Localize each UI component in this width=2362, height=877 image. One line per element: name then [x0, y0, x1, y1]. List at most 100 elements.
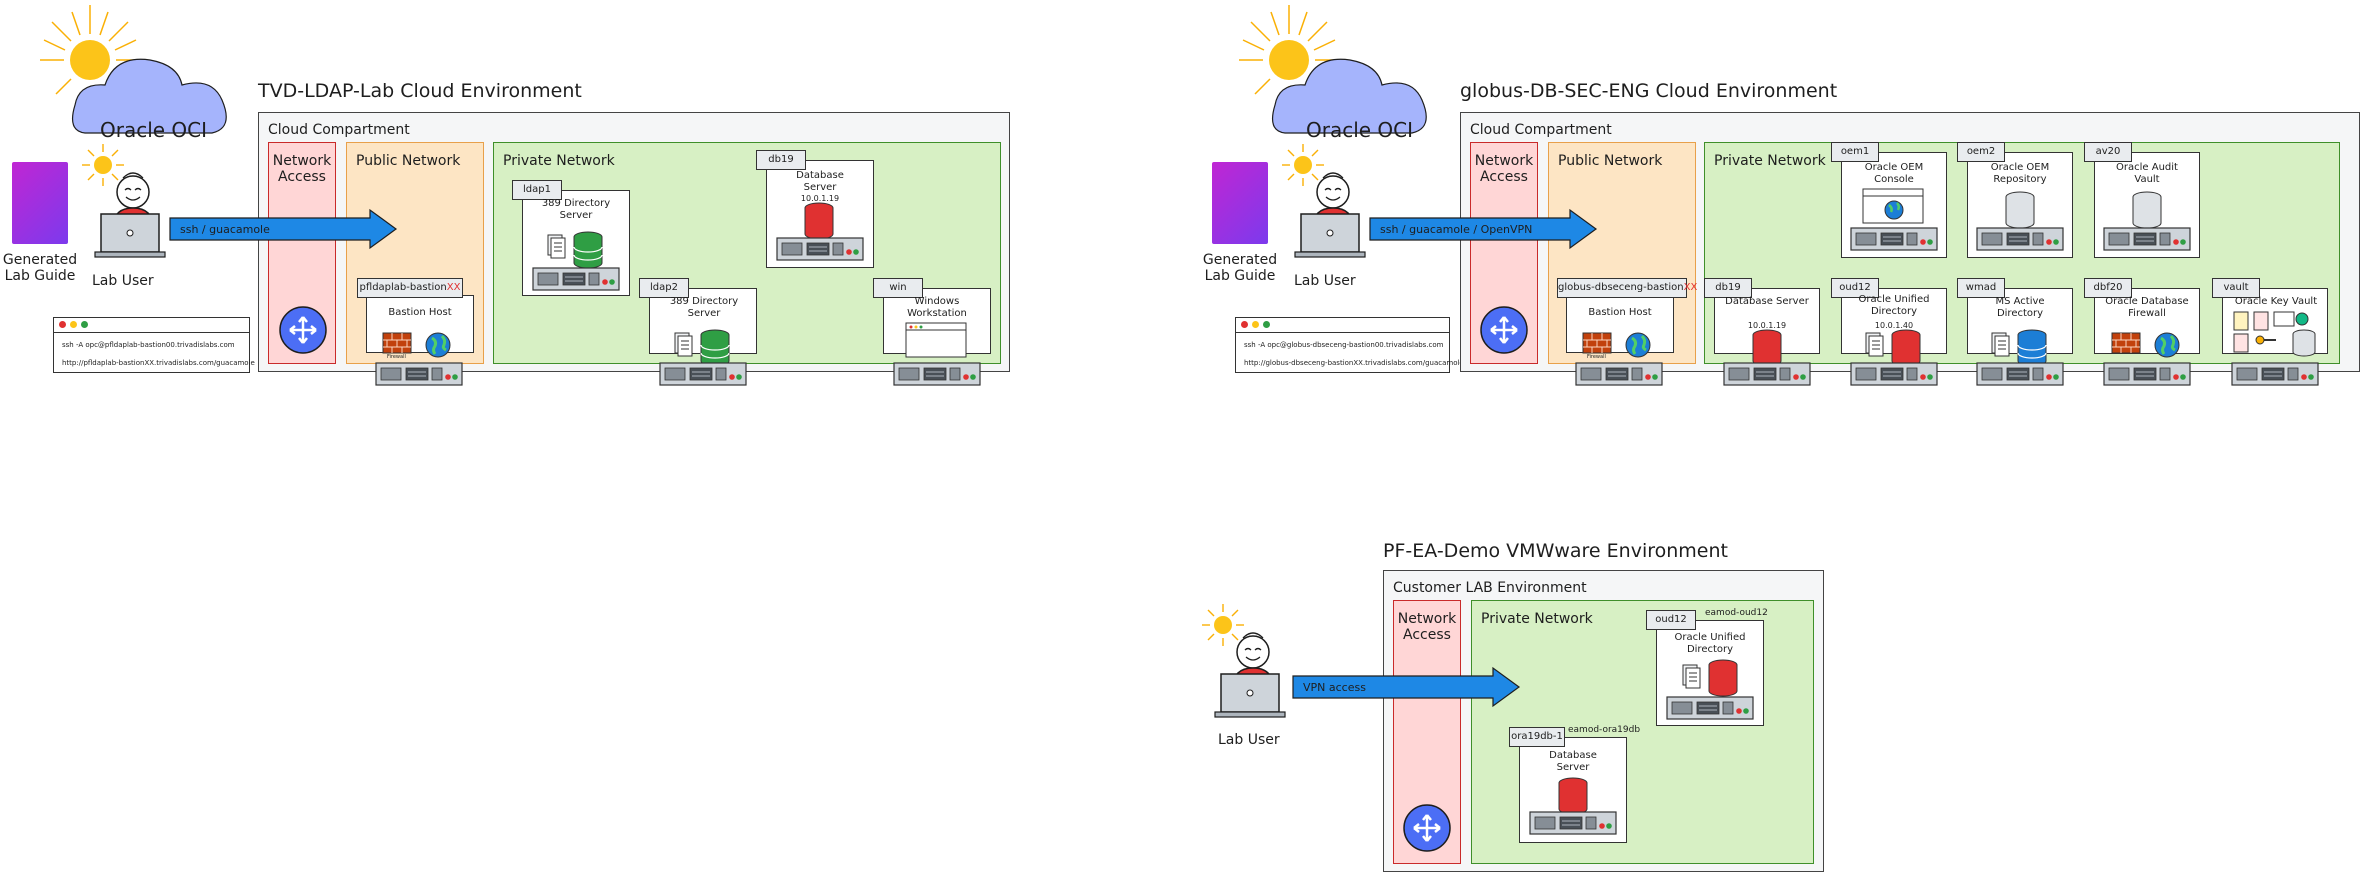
- env2-bastion-rack-icon: [1575, 362, 1663, 386]
- env2-db19-ip: 10.0.1.19: [1747, 321, 1787, 330]
- env1-cloud-icon: [72, 58, 227, 134]
- env2-db19-rack-icon: [1723, 362, 1811, 386]
- env1-win-window-icon: [905, 322, 967, 358]
- env2-terminal-line-1: ssh -A opc@globus-dbseceng-bastion00.tri…: [1244, 341, 1444, 349]
- env1-guide-label: Generated Lab Guide: [2, 252, 78, 284]
- env1-ldap1-rack-icon: [532, 267, 620, 291]
- env3-title: PF-EA-Demo VMWware Environment: [1383, 540, 1728, 562]
- env3-db-tag[interactable]: ora19db-1: [1509, 727, 1565, 747]
- env1-ldap2-db-icon: [700, 329, 730, 367]
- env2-user-label: Lab User: [1294, 273, 1356, 289]
- env2-terminal-window: ssh -A opc@globus-dbseceng-bastion00.tri…: [1235, 317, 1464, 373]
- env3-oud-doc-icon: [1682, 664, 1701, 689]
- env1-ldap2-doc-icon: [674, 332, 693, 357]
- env3-network-access-label: Network Access: [1397, 611, 1457, 643]
- env1-ldap2-tag[interactable]: ldap2: [639, 278, 689, 298]
- env2-oem2-tag[interactable]: oem2: [1957, 142, 2005, 162]
- env1-network-access-label: Network Access: [272, 153, 332, 185]
- env2-router-icon[interactable]: [1479, 305, 1529, 355]
- env2-dbf20-globe-icon: [2153, 331, 2181, 359]
- env2-oud12-db-icon: [1891, 329, 1921, 367]
- env2-private-network-label: Private Network: [1714, 153, 1826, 169]
- env2-public-network-label: Public Network: [1558, 153, 1663, 169]
- env2-oem1-label: Oracle OEM Console: [1864, 162, 1924, 185]
- env3-oud-db-icon: [1708, 659, 1738, 697]
- env2-oud12-tag[interactable]: oud12: [1831, 278, 1879, 298]
- env2-av20-tag[interactable]: av20: [2084, 142, 2132, 162]
- env3-user-label: Lab User: [1218, 732, 1280, 748]
- env1-compartment-label: Cloud Compartment: [268, 122, 410, 138]
- env2-dbf20-tag[interactable]: dbf20: [2084, 278, 2132, 298]
- env2-wmad-tag[interactable]: wmad: [1957, 278, 2005, 298]
- env2-wmad-rack-icon: [1976, 362, 2064, 386]
- env1-win-label: Windows Workstation: [907, 296, 967, 319]
- env2-wmad-label: MS Active Directory: [1995, 296, 2045, 319]
- env2-globe-icon: [1624, 331, 1652, 359]
- env1-bastion-label: Bastion Host: [388, 307, 452, 318]
- env1-lab-user-icon: [94, 172, 166, 258]
- env1-ssh-arrow: [169, 208, 398, 250]
- env1-user-label: Lab User: [92, 273, 154, 289]
- env2-lab-guide-icon[interactable]: [1212, 162, 1268, 244]
- env3-arrow-label: VPN access: [1303, 681, 1366, 694]
- env3-db-rack-icon: [1529, 811, 1617, 835]
- env2-db19-db-icon: [1752, 329, 1782, 367]
- env2-av20-db-icon: [2132, 191, 2162, 229]
- env1-win-tag[interactable]: win: [873, 278, 923, 298]
- env3-oud-tag[interactable]: oud12: [1646, 610, 1696, 630]
- env2-db19-label: Database Server: [1725, 296, 1809, 307]
- env2-bastion-tag[interactable]: globus-dbseceng-bastionXX: [1557, 278, 1697, 298]
- env2-lab-user-icon: [1294, 172, 1366, 258]
- env1-lab-guide-icon[interactable]: [12, 162, 68, 244]
- env1-firewall-icon: [382, 332, 412, 354]
- env1-db19-tag[interactable]: db19: [756, 150, 806, 170]
- env3-db-host: eamod-ora19db: [1568, 725, 1641, 735]
- env3-router-icon[interactable]: [1402, 803, 1452, 853]
- env2-compartment-label: Cloud Compartment: [1470, 122, 1612, 138]
- env1-ldap1-label: 389 Directory Server: [541, 198, 611, 221]
- env3-oud-label: Oracle Unified Directory: [1674, 632, 1746, 655]
- env1-ldap2-rack-icon: [659, 362, 747, 386]
- env1-db19-db-icon: [804, 202, 834, 240]
- env2-sun-icon: [1239, 5, 1339, 105]
- env1-bastion-rack-icon: [375, 362, 463, 386]
- env1-ldap2-label: 389 Directory Server: [669, 296, 739, 319]
- env1-ldap1-doc-icon: [547, 234, 566, 259]
- env1-bastion-tag[interactable]: pfldaplab-bastionXX: [357, 278, 463, 298]
- env2-oud12-rack-icon: [1850, 362, 1938, 386]
- env1-globe-icon: [424, 331, 452, 359]
- env2-oem1-tag[interactable]: oem1: [1831, 142, 1879, 162]
- env2-oem1-console-icon: [1862, 188, 1924, 224]
- env3-oud-rack-icon: [1666, 696, 1754, 720]
- env2-ssh-arrow: [1369, 208, 1598, 250]
- env2-oud12-ip: 10.0.1.40: [1874, 321, 1914, 330]
- env2-wmad-db-icon: [2017, 329, 2047, 367]
- env2-db19-tag[interactable]: db19: [1704, 278, 1752, 298]
- env3-db-label: Database Server: [1549, 750, 1597, 773]
- env2-oem2-label: Oracle OEM Repository: [1990, 162, 2050, 185]
- env2-oud12-doc-icon: [1865, 332, 1884, 357]
- env2-oem2-rack-icon: [1976, 227, 2064, 251]
- env1-ldap1-tag[interactable]: ldap1: [512, 180, 562, 200]
- env2-vault-keys-icon: [2233, 311, 2316, 357]
- env2-vault-rack-icon: [2231, 362, 2319, 386]
- env2-oem1-rack-icon: [1850, 227, 1938, 251]
- env1-db19-rack-icon: [776, 237, 864, 261]
- env1-public-network-label: Public Network: [356, 153, 461, 169]
- env3-lab-user-icon: [1214, 632, 1286, 718]
- env3-vpn-arrow: [1292, 666, 1521, 708]
- env2-guide-label: Generated Lab Guide: [1202, 252, 1278, 284]
- env1-db19-ip: 10.0.1.19: [800, 194, 840, 203]
- env2-firewall-caption: Firewall: [1587, 354, 1606, 360]
- env2-network-access-label: Network Access: [1474, 153, 1534, 185]
- env1-router-icon[interactable]: [278, 305, 328, 355]
- env1-win-rack-icon: [893, 362, 981, 386]
- env2-cloud-icon: [1272, 58, 1427, 134]
- env2-title: globus-DB-SEC-ENG Cloud Environment: [1460, 80, 1838, 102]
- env3-db-icon: [1558, 777, 1588, 815]
- env1-terminal-window: ssh -A opc@pfldaplab-bastion00.trivadisl…: [53, 317, 255, 373]
- env2-vault-tag[interactable]: vault: [2212, 278, 2260, 298]
- env2-dbf20-firewall-icon: [2111, 332, 2141, 354]
- env1-arrow-label: ssh / guacamole: [180, 223, 270, 236]
- env1-terminal-line-2: http://pfldaplab-bastionXX.trivadislabs.…: [62, 359, 255, 367]
